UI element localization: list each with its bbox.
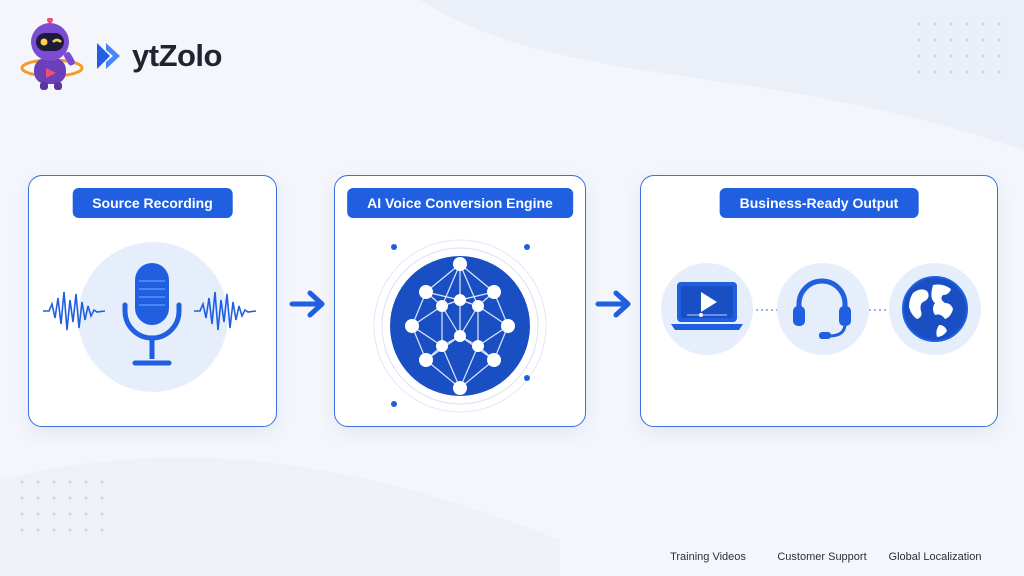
sound-wave-right-icon [194, 291, 256, 331]
neural-network-icon [373, 239, 547, 413]
headset-circle-bg [777, 263, 869, 355]
stage-card-business-output: Business-Ready Output Training Videos Cu… [640, 175, 998, 563]
robot-mascot-icon [20, 18, 84, 90]
stage-title: AI Voice Conversion Engine [347, 188, 573, 218]
output-label: Global Localization [888, 551, 982, 563]
laptop-play-icon [671, 282, 743, 330]
dot-grid-top-right [917, 22, 1001, 74]
dot-grid-bottom-left [20, 480, 104, 532]
ytzolo-logo-icon [97, 43, 120, 69]
stage-card-ai-engine: AI Voice Conversion Engine [334, 175, 586, 427]
brand-name: ytZolo [132, 38, 223, 73]
output-label: Training Videos [670, 551, 746, 563]
sound-wave-left-icon [43, 291, 105, 331]
globe-icon [902, 276, 968, 342]
stage-title: Business-Ready Output [719, 188, 919, 218]
brand: ytZolo [18, 18, 223, 94]
output-label: Customer Support [777, 551, 867, 563]
microphone-icon [122, 263, 182, 366]
arrow-right-icon [289, 290, 325, 318]
stage-card-source-recording: Source Recording [28, 175, 277, 427]
stage-title: Source Recording [72, 188, 233, 218]
arrow-right-icon [595, 290, 631, 318]
headset-icon [793, 278, 851, 339]
